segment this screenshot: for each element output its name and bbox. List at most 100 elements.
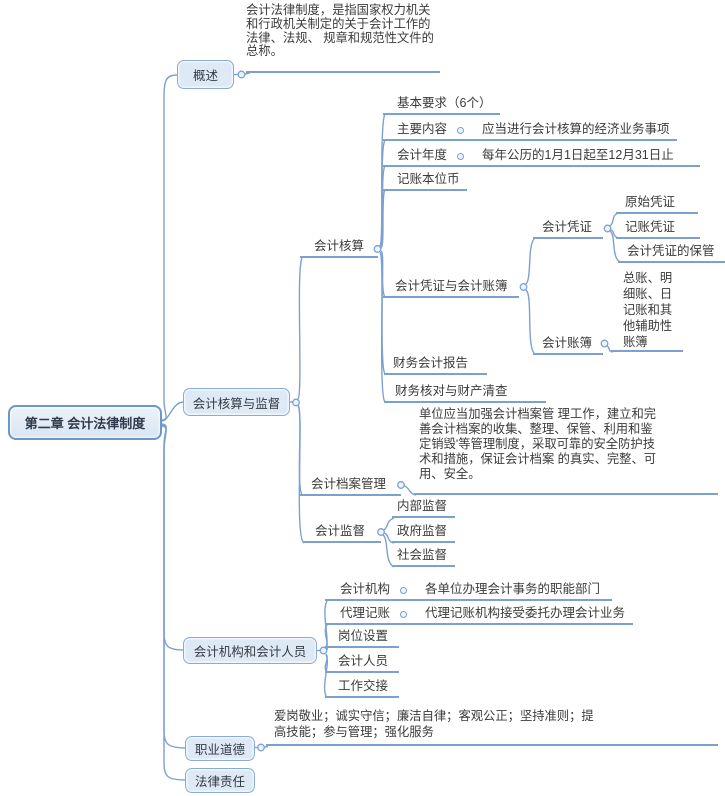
node-accounting-org[interactable]: 会计机构 各单位办理会计事务的职能部门 — [325, 581, 612, 601]
note-archive[interactable]: 单位应当加强会计档案管 理工作，建立和完善会计档案的收集、整理、保管、利用和鉴定… — [414, 407, 718, 495]
node-root-label: 第二章 会计法律制度 — [24, 416, 146, 431]
node-overview[interactable]: 概述 — [177, 60, 234, 89]
connector-accounting-fincheck — [379, 252, 386, 403]
node-agency-label: 代理记账 — [340, 606, 391, 620]
node-government-supervision[interactable]: 政府监督 — [392, 523, 455, 543]
node-base-currency[interactable]: 记账本位币 — [383, 171, 467, 191]
note-overview-text: 会计法律制度，是指国家权力机关和行政机关制定的关于会计工作的法律、法规、 规章和… — [246, 3, 434, 59]
toggle-supervision[interactable] — [377, 528, 385, 536]
connector-vb-books — [525, 289, 536, 355]
node-main-content-note: 应当进行会计核算的经济业务事项 — [482, 122, 670, 136]
toggle-vouchers[interactable] — [603, 224, 612, 233]
node-main-content-label: 主要内容 — [397, 122, 448, 136]
connector-root-acc-sup — [161, 401, 185, 422]
node-social-supervision-label: 社会监督 — [397, 548, 448, 562]
node-government-supervision-label: 政府监督 — [397, 524, 448, 538]
node-handover-label: 工作交接 — [338, 679, 389, 693]
toggle-org[interactable] — [319, 646, 328, 655]
toggle-books[interactable] — [600, 339, 609, 348]
node-overview-label: 概述 — [192, 69, 218, 83]
node-basic-requirements-label: 基本要求（6个） — [397, 96, 492, 110]
node-archive-label: 会计档案管理 — [311, 477, 387, 491]
toggle-archive[interactable] — [397, 481, 405, 489]
node-fiscal-year[interactable]: 会计年度 每年公历的1月1日起至12月31日止 — [383, 147, 700, 167]
node-social-supervision[interactable]: 社会监督 — [392, 547, 455, 567]
node-vouchers-books[interactable]: 会计凭证与会计账簿 — [383, 278, 519, 298]
note-archive-text: 单位应当加强会计档案管 理工作，建立和完善会计档案的收集、整理、保管、利用和鉴定… — [419, 407, 657, 481]
node-vouchers[interactable]: 会计凭证 — [533, 219, 603, 239]
node-accounting-label: 会计核算 — [314, 239, 365, 253]
node-accounting-org-label: 会计机构 — [340, 582, 391, 596]
connector-accounting-currency — [380, 189, 386, 249]
note-marker-icon[interactable] — [457, 153, 465, 160]
node-account-books-label: 会计账簿 — [542, 336, 593, 350]
node-personnel-label: 会计人员 — [338, 654, 389, 668]
node-financial-report[interactable]: 财务会计报告 — [384, 355, 487, 375]
node-bookkeeping-voucher[interactable]: 记账凭证 — [616, 219, 700, 239]
node-bookkeeping-voucher-label: 记账凭证 — [625, 220, 676, 234]
note-marker-icon[interactable] — [400, 587, 408, 594]
node-ledger-types-label: 总账、明细账、日记账和其他辅助性账簿 — [623, 271, 673, 349]
toggle-accounting[interactable] — [373, 245, 382, 253]
node-basic-requirements[interactable]: 基本要求（6个） — [383, 95, 500, 115]
node-supervision[interactable]: 会计监督 — [303, 523, 381, 543]
node-accounting-org-note: 各单位办理会计事务的职能部门 — [425, 582, 601, 596]
node-ethics[interactable]: 职业道德 — [185, 736, 255, 761]
connector-root-legal — [161, 425, 187, 781]
connector-accsup-supervision — [297, 405, 305, 544]
connector-root-org — [161, 423, 185, 651]
node-original-voucher-label: 原始凭证 — [625, 195, 676, 209]
connector-overview-note — [244, 72, 251, 75]
node-fiscal-year-note: 每年公历的1月1日起至12月31日止 — [482, 148, 674, 162]
connector-accsup-accounting — [297, 257, 303, 400]
node-root[interactable]: 第二章 会计法律制度 — [8, 405, 162, 440]
connector-supervision-social — [382, 534, 395, 568]
node-org[interactable]: 会计机构和会计人员 — [183, 637, 317, 664]
node-financial-check-label: 财务核对与财产清查 — [395, 384, 508, 398]
node-financial-check[interactable]: 财务核对与财产清查 — [384, 383, 546, 403]
connector-root-overview — [161, 74, 178, 421]
node-voucher-keeping-label: 会计凭证的保管 — [627, 244, 715, 258]
node-vouchers-label: 会计凭证 — [542, 220, 593, 234]
note-marker-icon[interactable] — [400, 611, 408, 618]
node-voucher-keeping[interactable]: 会计凭证的保管 — [618, 243, 725, 263]
node-agency[interactable]: 代理记账 代理记账机构接受委托办理会计业务 — [325, 605, 633, 625]
node-main-content[interactable]: 主要内容 应当进行会计核算的经济业务事项 — [383, 121, 677, 141]
node-vouchers-books-label: 会计凭证与会计账簿 — [395, 279, 508, 293]
node-internal-supervision[interactable]: 内部监督 — [392, 498, 455, 518]
node-ethics-label: 职业道德 — [194, 743, 245, 757]
connector-vb-vouchers — [525, 237, 536, 285]
node-archive[interactable]: 会计档案管理 — [300, 476, 401, 496]
connector-org-handover — [323, 654, 328, 699]
node-agency-note: 代理记账机构接受委托办理会计业务 — [425, 606, 626, 620]
node-legal-label: 法律责任 — [194, 775, 245, 789]
toggle-acc-sup[interactable] — [292, 398, 300, 407]
note-ethics-text: 爱岗敬业；诚实守信；廉洁自律；客观公正；坚持准则；提高技能；参与管理；强化服务 — [274, 709, 594, 739]
connector-supervision-internal — [383, 517, 395, 531]
node-legal[interactable]: 法律责任 — [185, 768, 255, 793]
node-ledger-types[interactable]: 总账、明细账、日记账和其他辅助性账簿 — [611, 270, 683, 352]
toggle-ethics[interactable] — [257, 743, 265, 752]
node-acc-sup[interactable]: 会计核算与监督 — [183, 388, 290, 416]
node-fiscal-year-label: 会计年度 — [397, 148, 448, 162]
node-post-setting[interactable]: 岗位设置 — [325, 628, 399, 648]
node-internal-supervision-label: 内部监督 — [397, 499, 448, 513]
node-account-books[interactable]: 会计账簿 — [533, 335, 603, 355]
node-personnel[interactable]: 会计人员 — [325, 653, 399, 673]
toggle-overview[interactable] — [237, 70, 246, 79]
note-ethics[interactable]: 爱岗敬业；诚实守信；廉洁自律；客观公正；坚持准则；提高技能；参与管理；强化服务 — [266, 709, 718, 746]
node-org-label: 会计机构和会计人员 — [193, 645, 307, 659]
node-base-currency-label: 记账本位币 — [397, 172, 460, 186]
node-accounting[interactable]: 会计核算 — [300, 238, 378, 258]
connector-vouchers-keeping — [609, 230, 621, 263]
note-marker-icon[interactable] — [457, 127, 465, 134]
node-handover[interactable]: 工作交接 — [325, 678, 399, 698]
note-overview[interactable]: 会计法律制度，是指国家权力机关和行政机关制定的关于会计工作的法律、法规、 规章和… — [246, 3, 440, 73]
node-original-voucher[interactable]: 原始凭证 — [616, 194, 698, 214]
toggle-vouchers-books[interactable] — [519, 283, 528, 291]
connector-root-ethics — [161, 424, 187, 749]
node-acc-sup-label: 会计核算与监督 — [192, 396, 281, 411]
node-supervision-label: 会计监督 — [315, 524, 366, 538]
connector-ethics-note — [264, 745, 269, 748]
